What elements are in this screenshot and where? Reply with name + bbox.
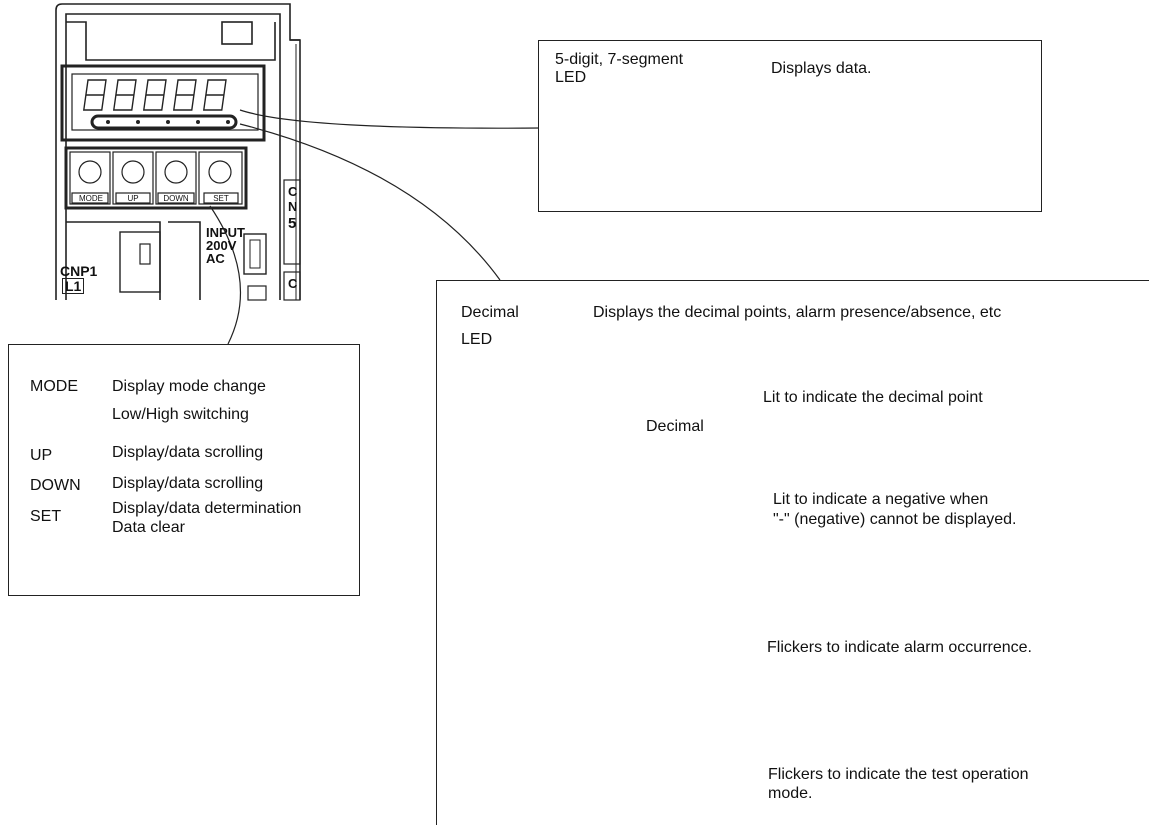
servo-amplifier-body <box>55 3 301 301</box>
decimal-led-description: Displays the decimal points, alarm prese… <box>593 304 1002 321</box>
low-high-desc: Low/High switching <box>112 406 249 423</box>
decimal-led-title-line1: Decimal <box>461 304 519 321</box>
example4-text-line1: Flickers to indicate the test operation <box>768 766 1029 783</box>
down-desc: Display/data scrolling <box>112 475 264 492</box>
segment-led-title-line2: LED <box>555 69 587 86</box>
leader-lines <box>209 109 541 345</box>
cn5-label-n: N <box>288 199 298 214</box>
input-label-line2: 200V <box>206 238 237 253</box>
cn5-label-c: C <box>288 184 298 199</box>
decimal-label: Decimal <box>646 418 704 435</box>
up-desc: Display/data scrolling <box>112 444 264 461</box>
device-mode-label: MODE <box>79 194 103 203</box>
example2-text-line1: Lit to indicate a negative when <box>773 491 989 508</box>
device-led-digits <box>82 79 227 111</box>
mode-key: MODE <box>30 378 78 395</box>
example3-text: Flickers to indicate alarm occurrence. <box>767 639 1032 656</box>
device-down-label: DOWN <box>163 194 189 203</box>
segment-led-description: Displays data. <box>771 60 872 77</box>
example1-text: Lit to indicate the decimal point <box>763 389 983 406</box>
set-desc: Display/data determination <box>112 500 302 517</box>
example4-text-line2: mode. <box>768 785 813 802</box>
device-set-label: SET <box>213 194 229 203</box>
decimal-led-box <box>436 280 1149 825</box>
device-up-label: UP <box>127 194 139 203</box>
example2-text-line2: "-" (negative) cannot be displayed. <box>773 511 1017 528</box>
cn-c-label: C <box>288 276 298 291</box>
up-key: UP <box>30 447 53 464</box>
cn5-label-5: 5 <box>288 215 297 232</box>
button-description-box <box>8 344 360 596</box>
decimal-led-title-line2: LED <box>461 331 493 348</box>
segment-led-box <box>538 40 1042 212</box>
data-clear-desc: Data clear <box>112 519 185 536</box>
input-label-line1: INPUT <box>206 225 245 240</box>
mode-desc: Display mode change <box>112 378 266 395</box>
cnp1-label: CNP1 <box>60 263 98 279</box>
down-key: DOWN <box>30 477 81 494</box>
l1-label: L1 <box>62 278 85 294</box>
device-buttons <box>69 151 243 205</box>
segment-led-title-line1: 5-digit, 7-segment <box>555 51 684 68</box>
input-label-line3: AC <box>206 251 225 266</box>
set-key: SET <box>30 508 62 525</box>
